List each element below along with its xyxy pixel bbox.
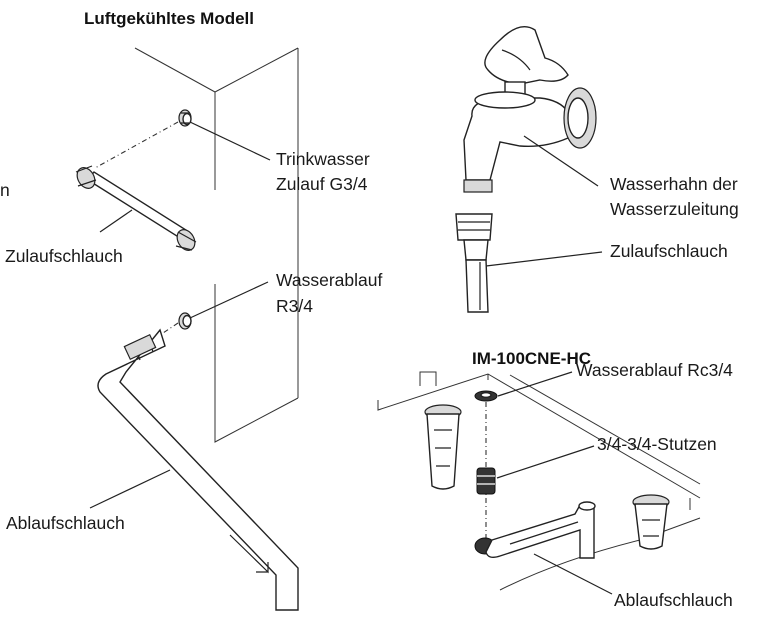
leader-wasserhahn — [523, 135, 599, 187]
label-stutzen: 3/4-3/4-Stutzen — [597, 434, 717, 454]
edge-fragment: n — [0, 180, 10, 200]
drain-fitting — [159, 312, 192, 336]
label-trinkwasser-2: Zulauf G3/4 — [276, 174, 368, 194]
label-ablaufschlauch-left: Ablaufschlauch — [6, 513, 125, 533]
title-air-cooled-model: Luftgekühltes Modell — [84, 9, 254, 28]
drain-hose-left — [97, 328, 299, 611]
label-wasserablauf-2: R3/4 — [276, 296, 313, 316]
leader-ablauf-right — [533, 553, 613, 595]
adjustable-foot-left — [424, 404, 462, 490]
inlet-fitting — [178, 109, 192, 127]
stutzen-fitting — [476, 467, 496, 495]
machine-cabinet — [134, 47, 299, 443]
leader-stutzen — [496, 445, 595, 479]
inlet-hose-right — [455, 213, 603, 313]
label-wasserhahn-1: Wasserhahn der — [610, 174, 738, 194]
label-wasserablauf-1: Wasserablauf — [276, 270, 382, 290]
label-wasserablauf-rc: Wasserablauf Rc3/4 — [576, 360, 733, 380]
label-ablaufschlauch-right: Ablaufschlauch — [614, 590, 733, 610]
label-wasserhahn-2: Wasserzuleitung — [610, 199, 739, 219]
drain-hose-right — [474, 501, 596, 559]
label-trinkwasser-1: Trinkwasser — [276, 149, 370, 169]
cabinet-bottom — [377, 371, 701, 591]
label-zulaufschlauch-left: Zulaufschlauch — [5, 246, 123, 266]
leader-zulauf-left — [99, 209, 133, 233]
faucet-illustration — [463, 26, 599, 193]
leader-trinkwasser — [189, 121, 271, 161]
title-model-number: IM-100CNE-HC — [472, 349, 591, 368]
leader-ablauf-left — [89, 469, 171, 509]
label-zulaufschlauch-right: Zulaufschlauch — [610, 241, 728, 261]
leader-wasserablauf-rc — [497, 371, 573, 397]
adjustable-foot-right — [632, 494, 670, 550]
drain-outlet-rc — [474, 390, 498, 540]
inlet-hose-left — [75, 121, 197, 251]
leader-zulauf-right — [485, 251, 603, 267]
leader-wasserablauf — [189, 281, 269, 319]
